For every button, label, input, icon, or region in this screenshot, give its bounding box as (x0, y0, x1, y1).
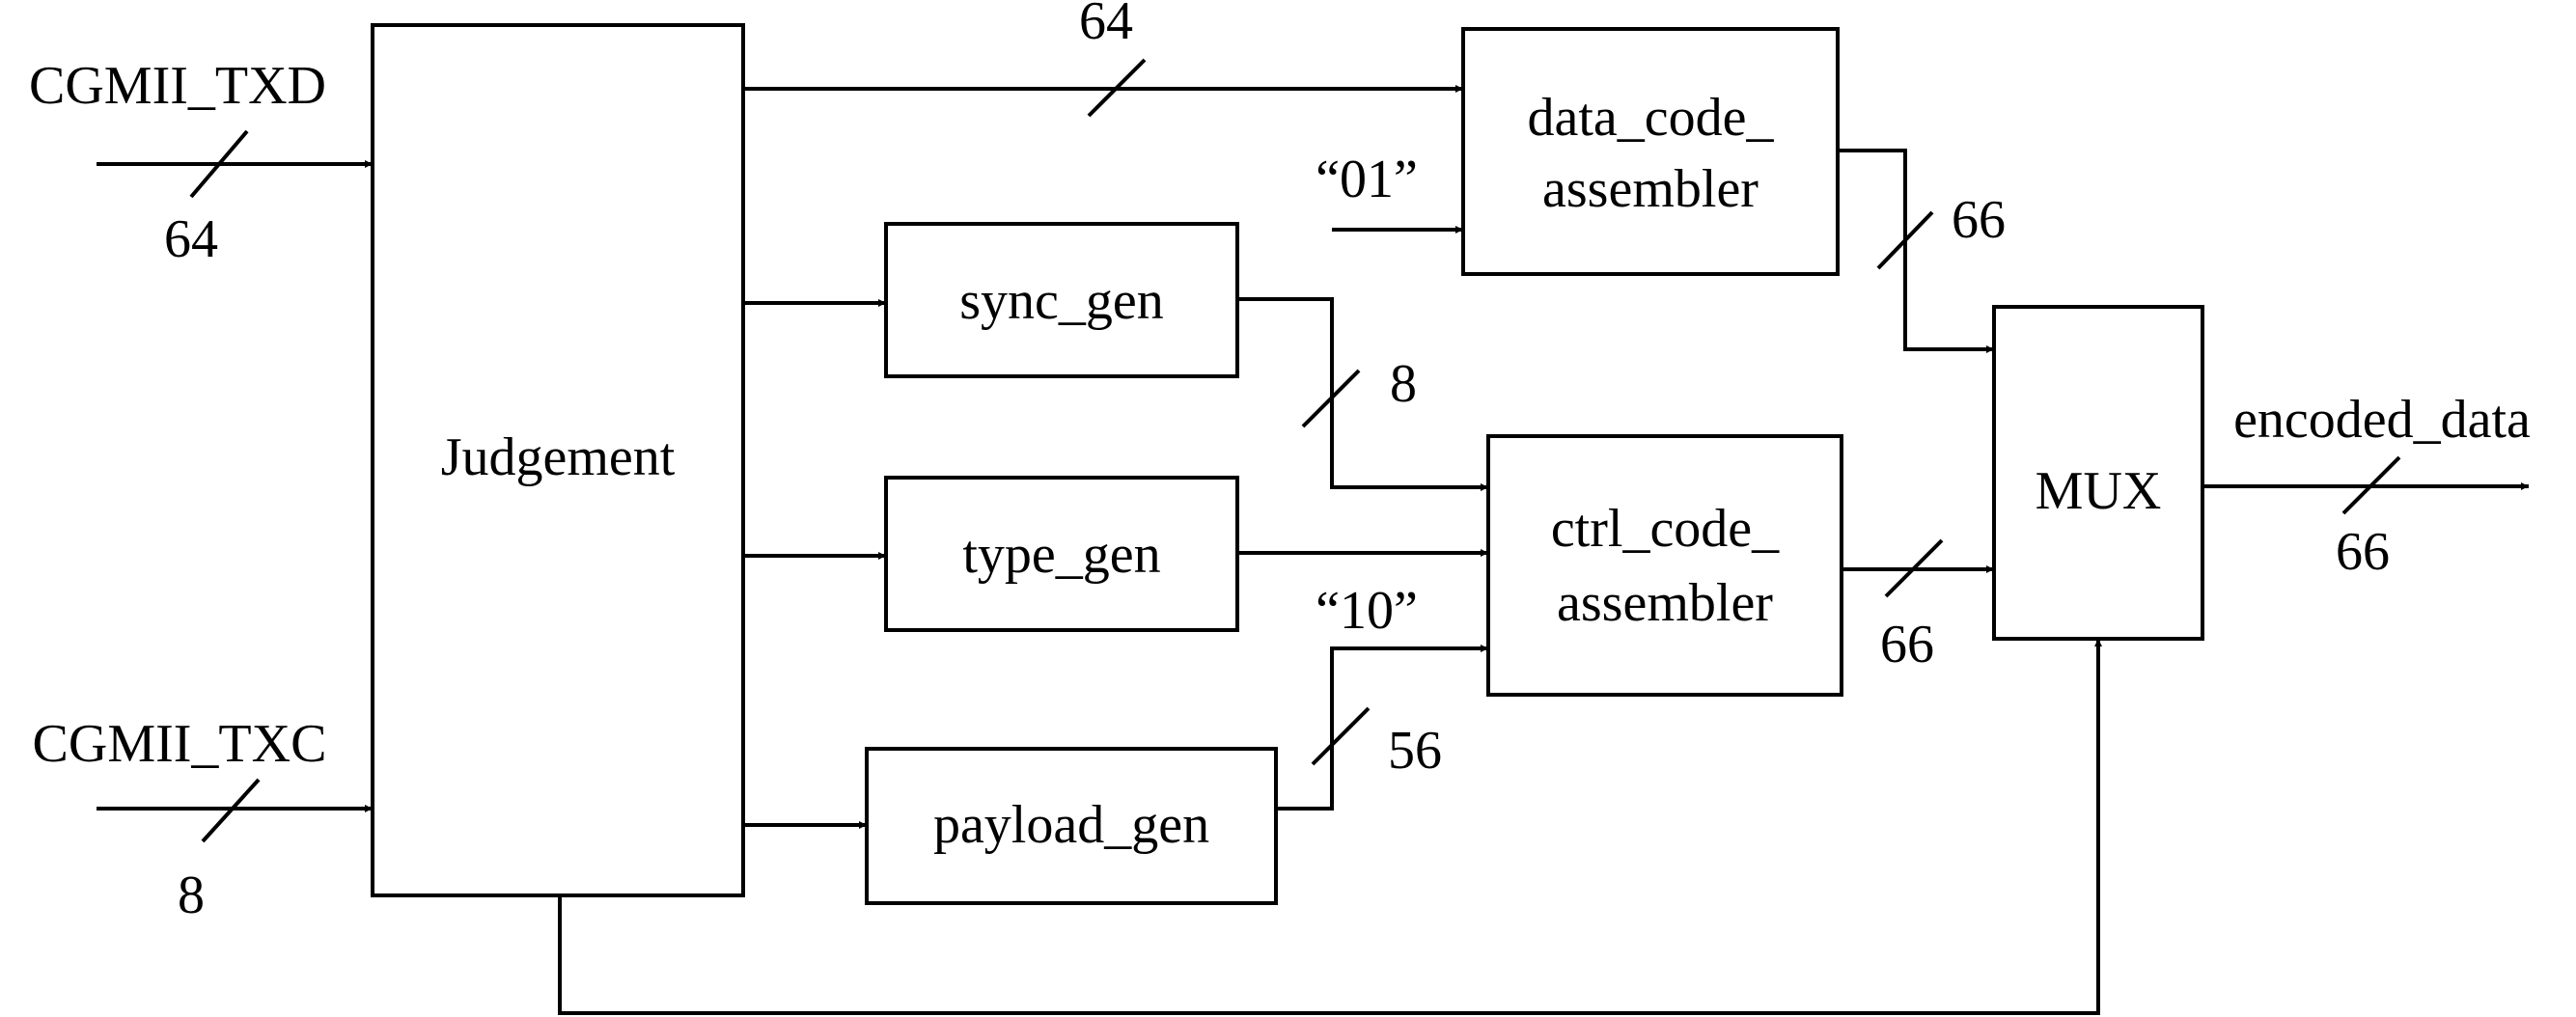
ctrl-asm-width-label: 66 (1880, 615, 1934, 674)
encoded-width-label: 66 (2336, 522, 2390, 582)
judgement-block: Judgement (371, 23, 745, 897)
payload-gen-to-ctrl-assembler-bus: 56 (1276, 645, 1488, 811)
bus-slash-icon (189, 129, 249, 199)
encoded-data-output: encoded_data 66 (2202, 390, 2531, 582)
bus-slash-icon (1884, 538, 1944, 598)
bus-slash-icon (1876, 210, 1934, 270)
payload-gen-label: payload_gen (933, 795, 1209, 855)
ctrl-assembler-to-mux-bus: 66 (1842, 538, 1994, 674)
data-asm-width-label: 66 (1952, 190, 2006, 250)
cgmii-txc-label: CGMII_TXC (33, 714, 327, 774)
cgmii-txd-label: CGMII_TXD (29, 56, 326, 116)
bus-slash-icon (1311, 706, 1371, 766)
encoded-data-label: encoded_data (2233, 390, 2531, 450)
sync-gen-block: sync_gen (884, 222, 1239, 378)
data-code-assembler-label-line2: assembler (1542, 159, 1759, 219)
mux-block: MUX (1992, 305, 2204, 641)
payload-gen-block: payload_gen (865, 747, 1278, 905)
bus-slash-icon (1301, 369, 1361, 428)
bus-slash-icon (201, 778, 261, 843)
txd-width-label: 64 (164, 209, 218, 269)
data-assembler-to-mux-bus: 66 (1838, 149, 2006, 353)
type-gen-label: type_gen (962, 525, 1160, 585)
ctrl-code-assembler-label-line2: assembler (1557, 573, 1773, 633)
cgmii-txc-input: CGMII_TXC 8 (33, 714, 373, 925)
txc-width-label: 8 (178, 866, 205, 925)
mux-label: MUX (2036, 461, 2162, 521)
judgement-to-data-asm-width-label: 64 (1079, 0, 1133, 51)
bus-slash-icon (1087, 58, 1147, 118)
payload-width-label: 56 (1388, 721, 1442, 781)
const-10-label: “10” (1316, 581, 1418, 641)
data-code-assembler-block: data_code_ assembler (1461, 27, 1840, 276)
const-01-label: “01” (1316, 150, 1418, 209)
sync-gen-to-ctrl-assembler-bus: 8 (1237, 297, 1488, 491)
type-gen-block: type_gen (884, 476, 1239, 632)
sync-gen-label: sync_gen (959, 271, 1164, 331)
judgement-to-data-assembler-bus: 64 (743, 0, 1463, 118)
ctrl-code-assembler-block: ctrl_code_ assembler (1486, 434, 1843, 697)
data-code-assembler-label-line1: data_code_ (1528, 88, 1775, 148)
cgmii-txd-input: CGMII_TXD 64 (29, 56, 373, 269)
bus-slash-icon (2341, 455, 2401, 515)
ctrl-code-assembler-label-line1: ctrl_code_ (1551, 499, 1780, 559)
judgement-to-mux-select-wire (558, 639, 2102, 1015)
sync-width-label: 8 (1390, 354, 1417, 414)
judgement-label: Judgement (441, 427, 676, 487)
const-01-input: “01” (1316, 150, 1463, 234)
